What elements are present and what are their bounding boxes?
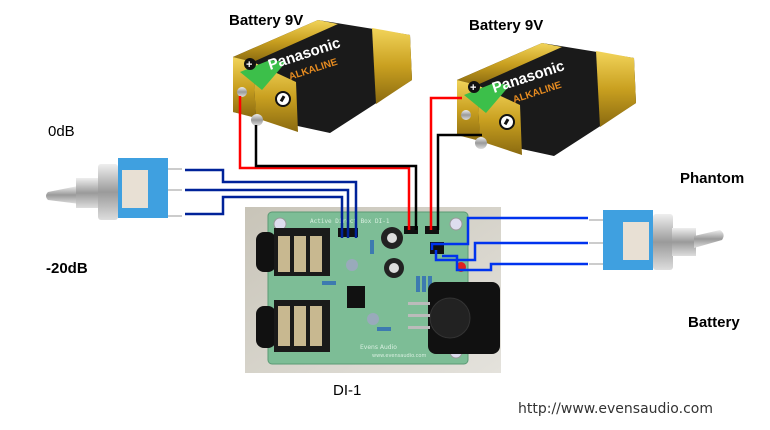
website-link[interactable]: http://www.evensaudio.com <box>518 401 713 417</box>
wire-battery-left-negative <box>254 125 418 230</box>
resistor <box>422 276 426 292</box>
ic-chip <box>347 286 365 308</box>
xlr-connector <box>408 282 500 354</box>
resistor <box>428 276 432 292</box>
toggle-pin <box>168 215 182 217</box>
wire-pad-3 <box>185 195 344 238</box>
toggle-nut <box>98 164 118 220</box>
capacitor-top <box>389 263 399 273</box>
battery-right: + Panasonic ALKALINE <box>457 43 636 156</box>
toggle-pin <box>168 168 182 170</box>
mount-hole <box>449 217 463 231</box>
toggle-plate <box>122 170 148 208</box>
resistor <box>416 276 420 292</box>
label-battery-left: Battery 9V <box>229 12 304 29</box>
toggle-pin <box>589 219 603 221</box>
toggle-lever[interactable] <box>46 186 80 204</box>
battery-header-1 <box>404 226 418 234</box>
power-toggle-switch[interactable] <box>589 210 724 270</box>
toggle-pin <box>589 242 603 244</box>
pcb-url-text: www.evensaudio.com <box>372 353 426 359</box>
label-phantom: Phantom <box>680 170 745 187</box>
wire-power-3 <box>442 254 588 272</box>
wire-pad-1 <box>185 168 358 238</box>
wire-power-1 <box>430 216 588 250</box>
resistor <box>377 327 391 331</box>
toggle-pin <box>589 263 603 265</box>
resistor <box>370 240 374 254</box>
wire-battery-left-positive <box>238 96 411 230</box>
label-di1: DI-1 <box>333 382 362 399</box>
toggle-bushing <box>672 228 696 256</box>
di1-board: Active Direct Box DI-1 Evens Audio www.e… <box>245 207 501 373</box>
battery-plus-symbol: + <box>470 82 476 94</box>
label-0db: 0dB <box>48 123 75 140</box>
battery-left: + Panasonic ALKALINE <box>233 20 412 133</box>
pcb-title-text: Active Direct Box DI-1 <box>310 218 390 225</box>
small-capacitor <box>346 259 358 271</box>
wire-pad-2 <box>185 188 350 238</box>
toggle-lever[interactable] <box>694 230 724 248</box>
toggle-bushing <box>76 178 100 208</box>
label-minus-20db: -20dB <box>46 260 88 277</box>
toggle-nut <box>653 214 673 270</box>
wires <box>185 96 588 272</box>
wire-power-2 <box>434 241 588 262</box>
resistor <box>322 281 336 285</box>
input-jack-bottom <box>256 300 330 352</box>
pad-toggle-switch[interactable] <box>46 158 182 220</box>
toggle-plate <box>623 222 649 260</box>
capacitor-top <box>387 233 397 243</box>
pcb-brand-text: Evens Audio <box>360 344 397 351</box>
wire-battery-right-positive <box>429 96 462 230</box>
label-battery: Battery <box>688 314 740 331</box>
battery-plus-symbol: + <box>246 59 252 71</box>
label-battery-right: Battery 9V <box>469 17 544 34</box>
small-capacitor <box>367 313 379 325</box>
wire-battery-right-negative <box>436 133 482 230</box>
input-jack-top <box>256 228 330 276</box>
toggle-pin <box>168 189 182 191</box>
